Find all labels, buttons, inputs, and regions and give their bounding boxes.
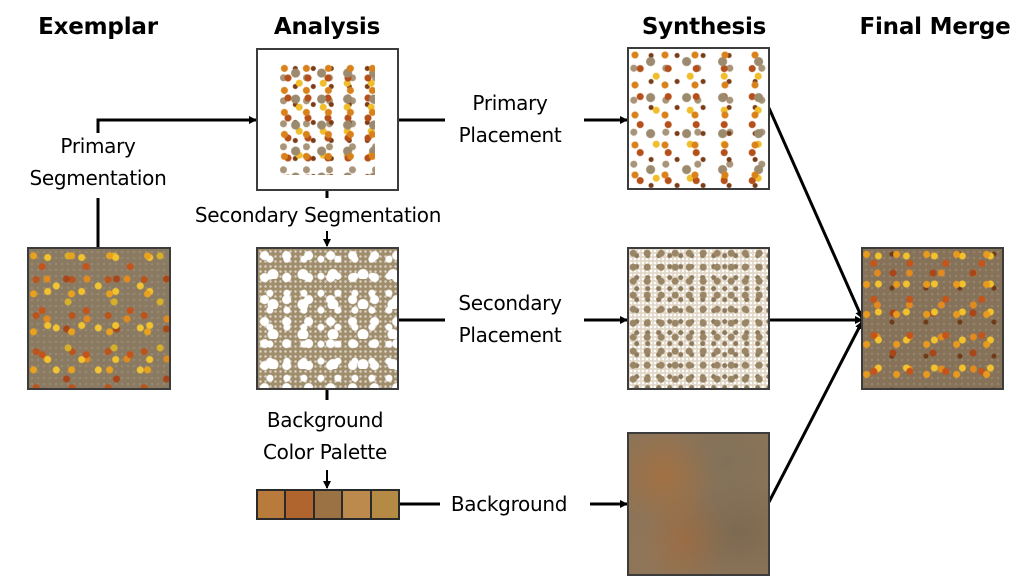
label-secondary-placement: Secondary Placement bbox=[458, 291, 562, 347]
synthesis-primary-image bbox=[627, 47, 770, 190]
primary-segmentation-arrow bbox=[96, 116, 257, 133]
background-color-palette bbox=[256, 489, 400, 520]
synthesis-background-image bbox=[627, 432, 770, 576]
label-primary-segmentation: Primary Segmentation bbox=[29, 134, 167, 190]
merge-line-primary bbox=[767, 107, 864, 319]
palette-swatch-3 bbox=[314, 491, 344, 518]
synthesis-secondary-image bbox=[627, 247, 770, 390]
palette-swatch-2 bbox=[286, 491, 315, 518]
heading-synthesis: Synthesis bbox=[641, 14, 767, 40]
label-background: Background bbox=[450, 492, 568, 516]
palette-swatch-5 bbox=[371, 491, 399, 518]
analysis-secondary-image bbox=[256, 247, 399, 390]
palette-swatch-4 bbox=[343, 491, 372, 518]
heading-final-merge: Final Merge bbox=[859, 14, 1011, 40]
merge-line-background bbox=[767, 321, 864, 503]
exemplar-image bbox=[27, 247, 171, 390]
analysis-primary-image bbox=[256, 48, 399, 191]
heading-analysis: Analysis bbox=[273, 14, 381, 40]
label-background-color-palette: Background Color Palette bbox=[263, 408, 387, 464]
heading-exemplar: Exemplar bbox=[38, 14, 158, 40]
label-primary-placement: Primary Placement bbox=[458, 91, 562, 147]
palette-swatch-1 bbox=[258, 491, 287, 518]
label-secondary-segmentation: Secondary Segmentation bbox=[172, 199, 464, 231]
final-merge-image bbox=[861, 247, 1004, 390]
